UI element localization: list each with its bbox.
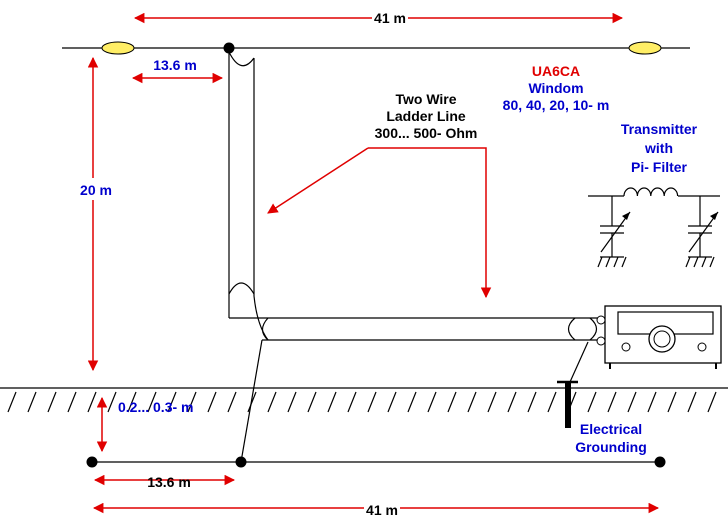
dim-antenna-height-label: 20 m xyxy=(80,182,112,198)
ground-hatch-mark xyxy=(167,391,177,413)
grounding-wire xyxy=(569,341,589,383)
ground-hatch-mark xyxy=(547,391,557,413)
ground-hatch-mark xyxy=(467,391,477,413)
antenna-name: Windom xyxy=(528,80,583,96)
ground-rod xyxy=(565,382,571,428)
ground-hatch-mark xyxy=(27,391,37,413)
ground-hatch-mark xyxy=(627,391,637,413)
ground-hatch-mark xyxy=(347,391,357,413)
counterpoise-feed xyxy=(240,339,263,463)
right-capacitor-arrow xyxy=(710,212,718,220)
ground-hatch-mark xyxy=(227,391,237,413)
counterpoise-feed-point xyxy=(235,456,247,468)
ground-hatch-mark xyxy=(147,391,157,413)
ground-hatch-mark xyxy=(367,391,377,413)
dim-counterpoise-offset-label: 13.6 m xyxy=(147,474,191,490)
right-insulator xyxy=(628,41,662,55)
ladder-pointer-left xyxy=(267,147,369,214)
ground-hatch-mark xyxy=(647,391,657,413)
ground-hatch-mark xyxy=(607,391,617,413)
transmitter-label-line2: with xyxy=(644,140,673,156)
ground-hatch-mark xyxy=(407,391,417,413)
ground-hatch-mark xyxy=(507,391,517,413)
ground-hatch-mark xyxy=(587,391,597,413)
ground-hatch-mark xyxy=(527,391,537,413)
left-capacitor-arrow xyxy=(622,212,630,220)
ground-hatch-mark xyxy=(67,391,77,413)
ground-hatch-mark xyxy=(667,391,677,413)
feedline-label-line3: 300... 500- Ohm xyxy=(375,125,478,141)
ground-hatch-mark xyxy=(687,391,697,413)
dim-feed-offset-label: 13.6 m xyxy=(153,57,197,73)
counterpoise-left-end xyxy=(86,456,98,468)
ground-hatch-mark xyxy=(387,391,397,413)
ground-hatch-mark xyxy=(327,391,337,413)
left-insulator xyxy=(101,41,135,55)
antenna-author: UA6CA xyxy=(532,63,580,79)
dim-counterpoise-height-label: 0.2... 0.3- m xyxy=(118,399,193,415)
pi-filter-schematic xyxy=(588,187,720,268)
feedline-label-line1: Two Wire xyxy=(395,91,456,107)
dim-counterpoise-length-label: 41 m xyxy=(366,502,398,518)
ground-hatch-mark xyxy=(267,391,277,413)
ground-hatch-mark xyxy=(447,391,457,413)
dim-antenna-length-label: 41 m xyxy=(374,10,406,26)
ground-hatch-mark xyxy=(7,391,17,413)
ground-hatch-mark xyxy=(47,391,57,413)
ground-hatch-mark xyxy=(127,391,137,413)
transmitter-label-line1: Transmitter xyxy=(621,121,698,137)
grounding-label-line2: Grounding xyxy=(575,439,647,455)
ground-hatch-mark xyxy=(487,391,497,413)
ladder-line xyxy=(228,48,605,341)
ground-hatch-mark xyxy=(207,391,217,413)
ground-hatching xyxy=(7,391,717,413)
ground-hatch-mark xyxy=(247,391,257,413)
antenna-bands: 80, 40, 20, 10- m xyxy=(503,97,610,113)
feedline-label-line2: Ladder Line xyxy=(386,108,466,124)
ground-hatch-mark xyxy=(707,391,717,413)
counterpoise-right-end xyxy=(654,456,666,468)
ladder-pointer-right xyxy=(368,147,492,299)
ground-hatch-mark xyxy=(87,391,97,413)
ground-hatch-mark xyxy=(107,391,117,413)
ground-hatch-mark xyxy=(307,391,317,413)
ground-hatch-mark xyxy=(287,391,297,413)
ground-hatch-mark xyxy=(187,391,197,413)
transmitter-label-line3: Pi- Filter xyxy=(631,159,688,175)
grounding-label-line1: Electrical xyxy=(580,421,642,437)
transmitter-box xyxy=(596,305,722,369)
ground-hatch-mark xyxy=(427,391,437,413)
